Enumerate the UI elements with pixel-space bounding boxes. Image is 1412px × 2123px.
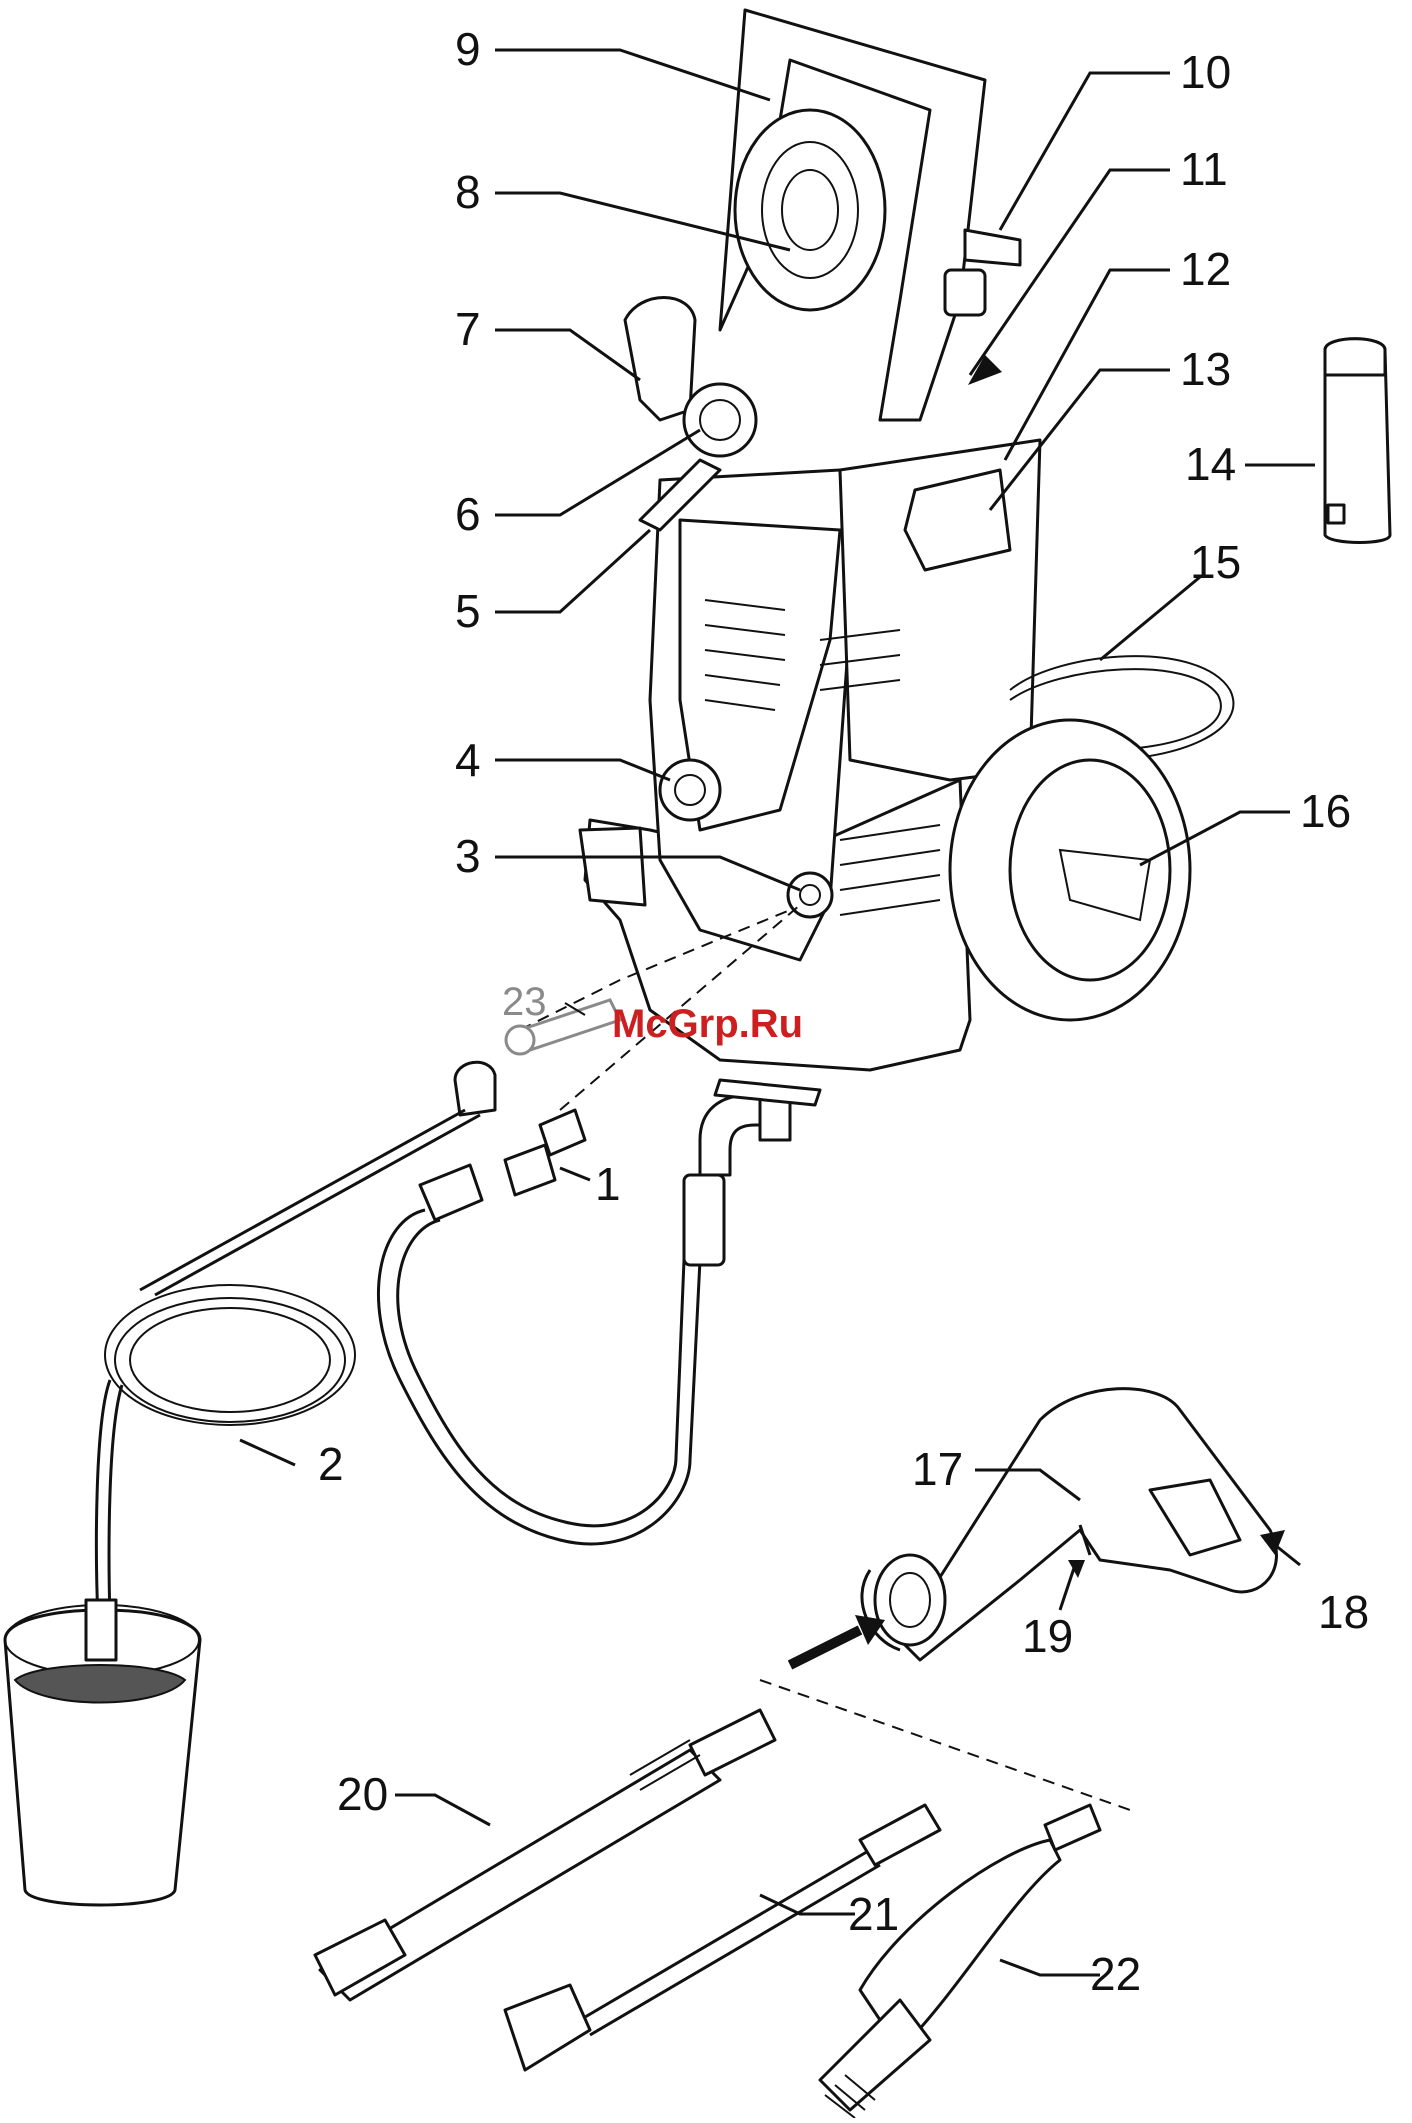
supply-hose (378, 1110, 724, 1544)
suction-hose-coupling (455, 1062, 495, 1115)
detergent-bottle (1325, 339, 1390, 543)
callout-5: 5 (455, 585, 481, 637)
front-foot (580, 828, 645, 905)
hose-connector (505, 1145, 555, 1195)
vario-power-lance (315, 1710, 775, 2000)
watermark-text: McGrp.Ru (612, 1002, 803, 1046)
suction-filter (86, 1600, 116, 1660)
callout-6: 6 (455, 488, 481, 540)
wheel-hub (1010, 760, 1170, 980)
water-tap (700, 1080, 820, 1175)
spray-gun-holder (965, 230, 1020, 265)
callout-9: 9 (455, 23, 481, 75)
suction-hose (96, 1062, 495, 1620)
callout-10: 10 (1180, 46, 1231, 98)
callout-19: 19 (1022, 1610, 1073, 1662)
callout-22: 22 (1090, 1948, 1141, 2000)
callout-15: 15 (1190, 536, 1241, 588)
callout-7: 7 (455, 303, 481, 355)
callout-17: 17 (912, 1443, 963, 1495)
wash-brush (820, 1805, 1100, 2118)
accessory-holder (945, 270, 985, 315)
callout-3: 3 (455, 830, 481, 882)
callout-13: 13 (1180, 343, 1231, 395)
dirt-blaster-connector (860, 1805, 940, 1865)
callout-11: 11 (1180, 143, 1228, 195)
callout-4: 4 (455, 734, 481, 786)
callout-21: 21 (848, 1888, 899, 1940)
callout-2: 2 (318, 1438, 344, 1490)
callout-16: 16 (1300, 785, 1351, 837)
lance-connector (690, 1710, 775, 1775)
dirt-blaster-nozzle (505, 1985, 590, 2070)
callout-20: 20 (337, 1768, 388, 1820)
callout-18: 18 (1318, 1586, 1369, 1638)
brush-connector (1045, 1805, 1100, 1850)
pressure-knob (684, 384, 756, 456)
callout-14: 14 (1185, 438, 1236, 490)
quick-coupling (420, 1165, 482, 1220)
tap-connector (684, 1175, 724, 1265)
detergent-bottle-cap (1325, 339, 1385, 375)
hose-reel (735, 110, 885, 310)
callout-23: 23 (502, 980, 547, 1024)
on-off-switch (660, 760, 720, 820)
cord-hook (625, 298, 695, 421)
suction-hose-coil (115, 1298, 345, 1422)
callout-8: 8 (455, 166, 481, 218)
brush-head (820, 2000, 930, 2110)
callout-12: 12 (1180, 243, 1231, 295)
water-bucket (5, 1600, 200, 1905)
bayonet-connector (875, 1555, 945, 1645)
insert-arrow (790, 1630, 860, 1665)
callout-1: 1 (595, 1158, 621, 1210)
